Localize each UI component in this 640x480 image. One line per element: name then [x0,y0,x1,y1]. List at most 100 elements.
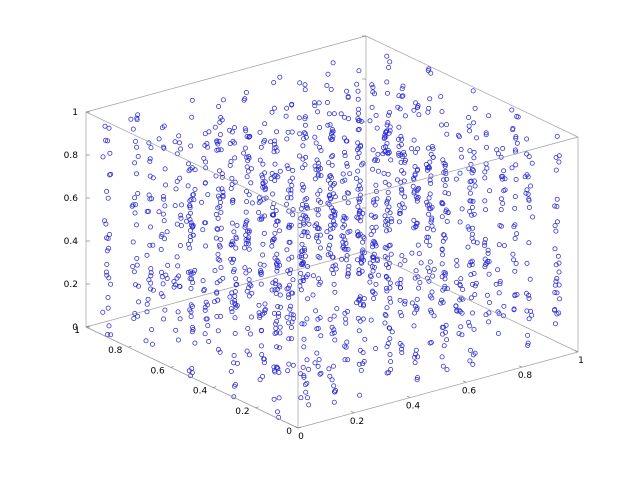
data-point [413,100,419,106]
data-point [148,280,154,286]
data-point [298,270,304,276]
data-point [289,129,295,135]
data-point [356,267,362,273]
data-point [356,118,362,123]
data-point [162,203,168,209]
data-point [368,232,374,237]
data-point [260,374,266,379]
data-point [275,409,280,415]
data-point [277,345,282,351]
data-point [105,138,111,144]
data-point [256,200,262,205]
data-point [554,133,560,139]
data-point [444,131,450,137]
data-point [399,136,405,142]
data-point [242,126,248,132]
data-point [174,221,180,227]
data-point [188,220,194,226]
data-point [367,279,373,285]
data-point [368,274,374,280]
data-point [389,329,395,335]
data-point [327,180,333,186]
data-point [467,323,473,329]
data-point [482,198,488,204]
z-tick-label: 0.4 [64,237,79,247]
data-point [178,212,184,218]
data-point [524,136,530,142]
data-point [257,313,263,318]
data-point [345,273,351,279]
data-point [454,263,460,269]
data-point [315,254,321,259]
data-point [205,323,211,329]
data-point [356,328,362,334]
data-point [412,275,418,281]
data-point [370,84,376,90]
data-point [484,292,490,298]
data-point [346,116,352,122]
data-point [149,341,155,347]
data-point [298,287,304,293]
data-point [326,246,332,252]
data-point [188,314,194,319]
data-point [355,96,361,102]
data-point [342,215,347,221]
data-point [233,282,239,288]
data-point [100,309,106,315]
data-point [470,352,476,358]
data-point [471,239,477,245]
data-point [246,192,252,198]
data-point [396,152,402,158]
data-point [440,252,446,258]
data-point [244,174,250,180]
data-point [218,209,224,215]
data-point [426,105,432,111]
data-point [271,145,277,151]
data-point [284,105,290,111]
data-point [261,139,267,145]
data-point [395,104,401,110]
data-point [259,216,265,222]
data-point [143,338,149,344]
data-point [329,205,335,211]
data-point [552,321,558,327]
data-point [361,303,366,309]
data-point [301,136,307,142]
data-point [384,228,389,234]
data-point [359,249,365,255]
data-point [147,158,153,164]
z-tick-label: 0.6 [64,194,79,204]
data-point [305,296,311,302]
data-point [231,229,237,235]
data-point [302,248,307,254]
data-point [553,167,559,173]
data-point [232,300,238,306]
data-point [202,220,208,226]
data-point [331,218,337,224]
data-point [256,310,262,316]
data-point [470,88,476,94]
data-point [370,268,376,274]
z-tick-label: 1 [72,108,78,118]
data-point [402,298,408,304]
data-point [176,273,182,279]
data-point [288,303,294,309]
data-point [528,183,534,189]
data-point [500,174,506,179]
data-point [306,221,312,227]
data-point [218,237,224,242]
data-point [262,360,267,366]
data-point [355,257,360,263]
data-point [228,306,234,312]
data-point [356,106,361,112]
data-point [278,304,283,310]
x-tick-label: 0.8 [518,371,533,381]
data-point [229,181,235,187]
data-point [382,320,388,326]
data-point [329,377,335,383]
data-point [373,281,379,287]
data-point [205,144,210,150]
data-point [413,194,419,200]
data-point [257,216,263,222]
data-point [371,197,377,203]
